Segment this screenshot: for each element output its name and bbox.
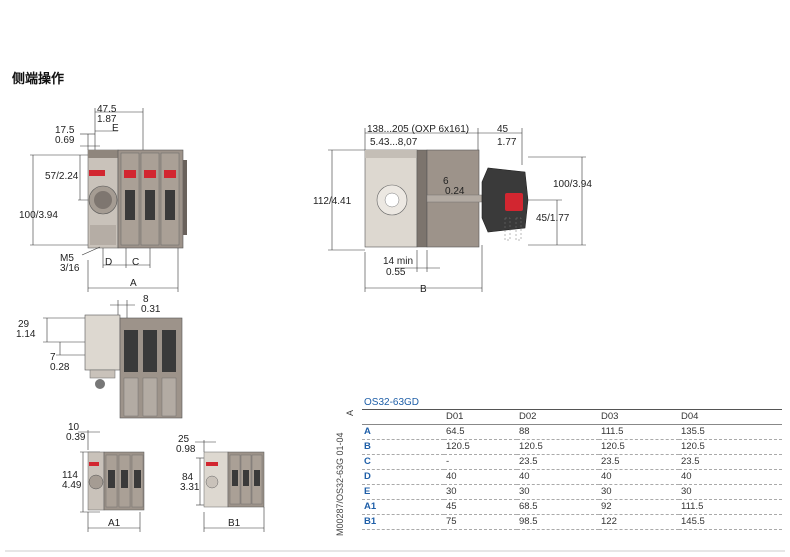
table-cell: 30 [679,484,782,501]
header-cell: D01 [444,410,517,426]
front-view: 47.5 1.87 E 17.5 0.69 57/2.24 100/3.94 M… [19,104,187,292]
dim-14-min: 14 min [383,256,413,267]
dim-100: 100/3.94 [19,210,58,221]
table-cell: 40 [444,469,517,486]
table-row: A 64.5 88 111.5 135.5 [362,424,782,441]
table-cell: 122 [599,514,679,531]
table-cell: 40 [679,469,782,486]
product-code: OS32-63GD [362,396,782,410]
table-cell: 92 [599,499,679,516]
dim-range: 138...205 (OXP 6x161) [367,124,469,135]
side-label-a: A [345,409,355,416]
header-cell: D04 [679,410,782,426]
dim-s2-84: 84 [182,472,194,483]
table-cell: 120.5 [444,439,517,456]
dim-17-5: 17.5 [55,125,75,136]
dim-a1: A1 [108,518,121,529]
dim-6: 6 [443,176,449,187]
dim-47-5: 47.5 [97,104,117,115]
top-view: 8 0.31 29 1.14 7 0.28 [16,294,183,419]
table-cell: 120.5 [517,439,599,456]
dim-b1: B1 [228,518,241,529]
table-cell: 68.5 [517,499,599,516]
table-cell: 120.5 [599,439,679,456]
dim-57: 57/2.24 [45,171,79,182]
table-cell: 145.5 [679,514,782,531]
dim-0-69: 0.69 [55,135,75,146]
dim-top-29: 29 [18,319,30,330]
table-cell: 120.5 [679,439,782,456]
page-title: 侧端操作 [12,72,65,87]
table-cell: 111.5 [599,424,679,441]
dim-s1-0-39: 0.39 [66,432,86,443]
dim-112: 112/4.41 [313,196,352,207]
side-view: 138...205 (OXP 6x161) 5.43...8,07 45 1.7… [313,124,592,295]
dim-s2-3-31: 3.31 [180,482,200,493]
dim-side-45: 45 [497,124,509,135]
table-cell: 75 [444,514,517,531]
table-cell: 30 [517,484,599,501]
dim-d: D [105,257,112,268]
table-cell: 135.5 [679,424,782,441]
row-label: B1 [362,514,444,531]
table-row: B 120.5 120.5 120.5 120.5 [362,439,782,456]
dim-c: C [132,257,139,268]
dim-e: E [112,123,119,134]
table-row: B1 75 98.5 122 145.5 [362,514,782,531]
dim-top-7: 7 [50,352,56,363]
row-label: A [362,424,444,441]
small-view-2: 25 0.98 84 3.31 B1 [176,434,265,532]
dim-a: A [130,278,137,289]
table-cell: 45 [444,499,517,516]
dim-side-45b: 45/1.77 [536,213,570,224]
table-cell: 23.5 [679,454,782,471]
row-label: E [362,484,444,501]
row-label: C [362,454,444,471]
dim-top-1-14: 1.14 [16,329,36,340]
dim-top-0-28: 0.28 [50,362,70,373]
table-header-row: D01 D02 D03 D04 [362,410,782,426]
table-cell: 23.5 [517,454,599,471]
header-cell: D02 [517,410,599,426]
dim-side-100: 100/3.94 [553,179,592,190]
table-cell: 98.5 [517,514,599,531]
dim-0-55: 0.55 [386,267,406,278]
table-cell: 40 [599,469,679,486]
dim-s2-25: 25 [178,434,190,445]
side-code: M00287/OS32-63G 01-04 [335,432,345,536]
table-row: D 40 40 40 40 [362,469,782,486]
dim-0-24: 0.24 [445,186,465,197]
dim-1-87: 1.87 [97,114,117,125]
table-cell: 23.5 [599,454,679,471]
dim-s1-4-49: 4.49 [62,480,82,491]
table-row: E 30 30 30 30 [362,484,782,501]
row-label: A1 [362,499,444,516]
dim-s1-114: 114 [62,470,78,481]
table-cell: 30 [444,484,517,501]
dim-range-in: 5.43...8,07 [370,137,418,148]
table-row: A1 45 68.5 92 111.5 [362,499,782,516]
dim-b: B [420,284,427,295]
table-cell: - [444,454,517,471]
dim-s1-10: 10 [68,422,80,433]
dim-m5: M5 [60,253,74,264]
table-cell: 40 [517,469,599,486]
table-cell: 30 [599,484,679,501]
table-cell: 88 [517,424,599,441]
table-cell: 111.5 [679,499,782,516]
header-cell [362,410,444,426]
dim-top-0-31: 0.31 [141,304,161,315]
dim-side-1-77: 1.77 [497,137,517,148]
dim-top-8: 8 [143,294,149,305]
header-cell: D03 [599,410,679,426]
dimension-table: OS32-63GD D01 D02 D03 D04 A 64.5 88 111.… [362,396,782,531]
row-label: D [362,469,444,486]
table-row: C - 23.5 23.5 23.5 [362,454,782,471]
table-cell: 64.5 [444,424,517,441]
small-view-1: 10 0.39 114 4.49 A1 [62,422,145,532]
dim-m5-in: 3/16 [60,263,80,274]
row-label: B [362,439,444,456]
dim-s2-0-98: 0.98 [176,444,196,455]
